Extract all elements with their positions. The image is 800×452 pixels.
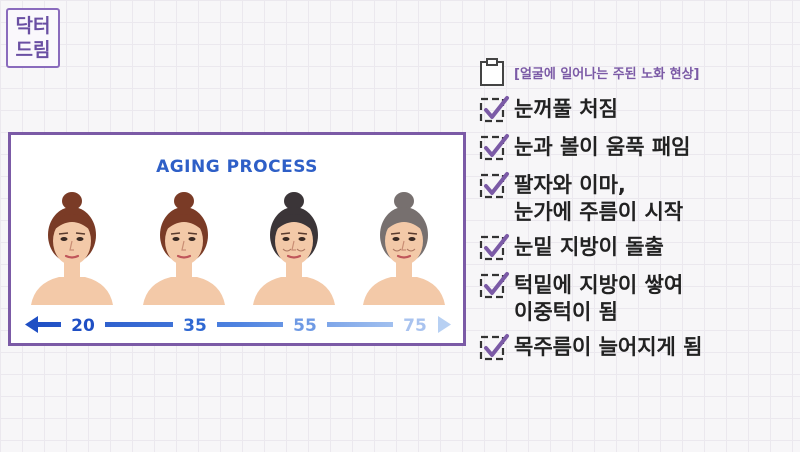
notes-header: [얼굴에 일어나는 주된 노화 현상]: [478, 56, 798, 88]
note-item-text: 눈꺼풀 처짐: [514, 94, 618, 123]
note-item: 눈밑 지방이 돌출: [478, 232, 798, 264]
note-item-text: 눈과 볼이 움푹 패임: [514, 132, 691, 161]
face-age-75: [363, 191, 445, 305]
clipboard-icon: [480, 58, 504, 86]
note-line-1: 눈밑 지방이 돌출: [514, 235, 664, 259]
checkbox-check-icon: [478, 132, 510, 164]
note-line-2: 눈가에 주름이 시작: [514, 200, 684, 224]
age-label-35: 35: [183, 316, 207, 335]
logo-line-1: 닥터: [15, 15, 51, 37]
note-item: 목주름이 늘어지게 됨: [478, 332, 798, 364]
note-item-text: 눈밑 지방이 돌출: [514, 232, 664, 261]
note-item: 눈꺼풀 처짐: [478, 94, 798, 126]
face-age-35: [143, 191, 225, 305]
timeline-left-arrowhead: [25, 316, 38, 333]
note-line-1: 턱밑에 지방이 쌓여: [514, 273, 684, 297]
face-age-20: [31, 191, 113, 305]
note-line-1: 눈과 볼이 움푹 패임: [514, 135, 691, 159]
note-line-2: 이중턱이 됨: [514, 300, 618, 324]
note-item: 눈과 볼이 움푹 패임: [478, 132, 798, 164]
note-item: 팔자와 이마, 눈가에 주름이 시작: [478, 170, 798, 226]
face-age-55: [253, 191, 335, 305]
checkbox-check-icon: [478, 170, 510, 202]
checkbox-check-icon: [478, 232, 510, 264]
note-item-text: 목주름이 늘어지게 됨: [514, 332, 703, 361]
timeline-bar: [35, 322, 435, 327]
age-label-75: 75: [403, 316, 427, 335]
logo-line-2: 드림: [15, 39, 51, 61]
timeline-right-arrowhead: [438, 316, 451, 333]
aging-process-panel: AGING PROCESS 20 35 55 75: [8, 132, 466, 346]
note-line-1: 눈꺼풀 처짐: [514, 97, 618, 121]
brand-logo: 닥터 드림: [6, 8, 60, 68]
aging-notes: [얼굴에 일어나는 주된 노화 현상] 눈꺼풀 처짐 눈과 볼이 움푹 패임 팔…: [478, 56, 798, 364]
note-line-1: 팔자와 이마,: [514, 173, 626, 197]
panel-title: AGING PROCESS: [156, 157, 318, 177]
checkbox-check-icon: [478, 94, 510, 126]
note-line-1: 목주름이 늘어지게 됨: [514, 335, 703, 359]
note-item: 턱밑에 지방이 쌓여 이중턱이 됨: [478, 270, 798, 326]
faces-row: [31, 191, 445, 305]
age-label-55: 55: [293, 316, 317, 335]
checkbox-check-icon: [478, 332, 510, 364]
note-item-text: 턱밑에 지방이 쌓여 이중턱이 됨: [514, 270, 683, 326]
checkbox-check-icon: [478, 270, 510, 302]
note-item-text: 팔자와 이마, 눈가에 주름이 시작: [514, 170, 683, 226]
age-timeline-arrow: 20 35 55 75: [25, 314, 451, 335]
age-label-20: 20: [71, 316, 95, 335]
notes-title: [얼굴에 일어나는 주된 노화 현상]: [514, 66, 700, 82]
